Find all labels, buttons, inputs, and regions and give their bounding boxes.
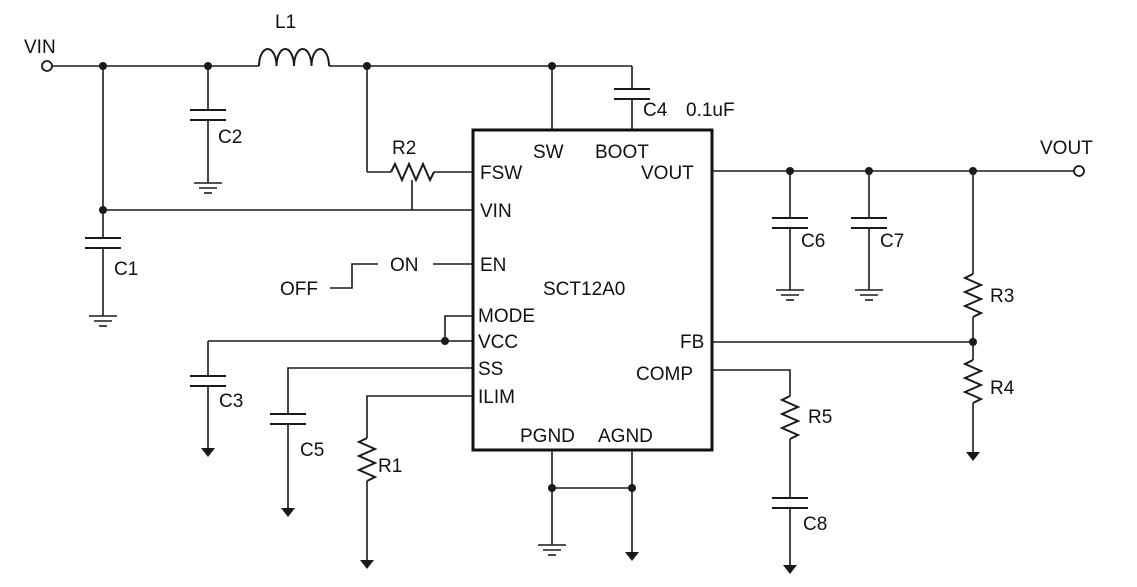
ic-sct12a0 xyxy=(471,128,714,452)
pin-agnd: AGND xyxy=(598,426,653,447)
ground-pins xyxy=(538,450,639,561)
vin-terminal xyxy=(41,60,53,72)
pin-vin: VIN xyxy=(480,201,512,222)
ic-name: SCT12A0 xyxy=(543,279,625,300)
pin-fb: FB xyxy=(680,332,704,353)
pin-vout: VOUT xyxy=(641,163,694,184)
pin-pgnd: PGND xyxy=(520,426,575,447)
pin-fsw: FSW xyxy=(480,163,522,184)
vout-rail xyxy=(712,167,1074,175)
resistor-r4 xyxy=(962,359,984,461)
pin-ilim: ILIM xyxy=(478,387,515,408)
capacitor-c4 xyxy=(614,66,650,130)
inductor-l1 xyxy=(258,48,330,67)
vout-terminal xyxy=(1073,165,1085,177)
r5-label: R5 xyxy=(808,407,832,428)
capacitor-c8 xyxy=(772,497,808,574)
en-switch xyxy=(330,263,473,289)
vout-net-label: VOUT xyxy=(1040,138,1093,159)
c1-label: C1 xyxy=(114,259,138,280)
c6-label: C6 xyxy=(801,231,825,252)
pin-sw: SW xyxy=(533,142,564,163)
pin-vcc: VCC xyxy=(478,332,518,353)
c4-value: 0.1uF xyxy=(686,100,735,121)
vin-net-label: VIN xyxy=(24,37,56,58)
r1-label: R1 xyxy=(378,456,402,477)
pin-en: EN xyxy=(480,255,506,276)
vin-rail xyxy=(52,62,632,70)
pin-comp: COMP xyxy=(636,364,693,385)
c3-label: C3 xyxy=(219,391,243,412)
switch-off-label: OFF xyxy=(280,279,318,300)
c8-label: C8 xyxy=(803,514,827,535)
r4-label: R4 xyxy=(990,378,1015,399)
mode-vcc-link xyxy=(208,315,473,345)
capacitor-c3 xyxy=(190,341,226,457)
resistor-r1 xyxy=(356,395,473,569)
r2-label: R2 xyxy=(392,138,416,159)
capacitor-c1 xyxy=(85,66,121,327)
resistor-r5 xyxy=(712,369,801,498)
pin-ss: SS xyxy=(478,359,503,380)
capacitor-c6 xyxy=(772,171,808,301)
resistor-r3 xyxy=(962,171,984,360)
c5-label: C5 xyxy=(300,440,324,461)
switch-on-label: ON xyxy=(390,255,419,276)
c4-label: C4 xyxy=(643,100,668,121)
pin-boot: BOOT xyxy=(595,142,649,163)
c7-label: C7 xyxy=(880,231,904,252)
capacitor-c7 xyxy=(851,171,887,301)
c2-label: C2 xyxy=(218,127,242,148)
r3-label: R3 xyxy=(990,286,1014,307)
l1-label: L1 xyxy=(275,12,296,33)
resistor-r2 xyxy=(366,66,473,210)
pin-mode: MODE xyxy=(478,306,535,327)
capacitor-c5 xyxy=(270,367,473,517)
capacitor-c2 xyxy=(190,66,226,194)
